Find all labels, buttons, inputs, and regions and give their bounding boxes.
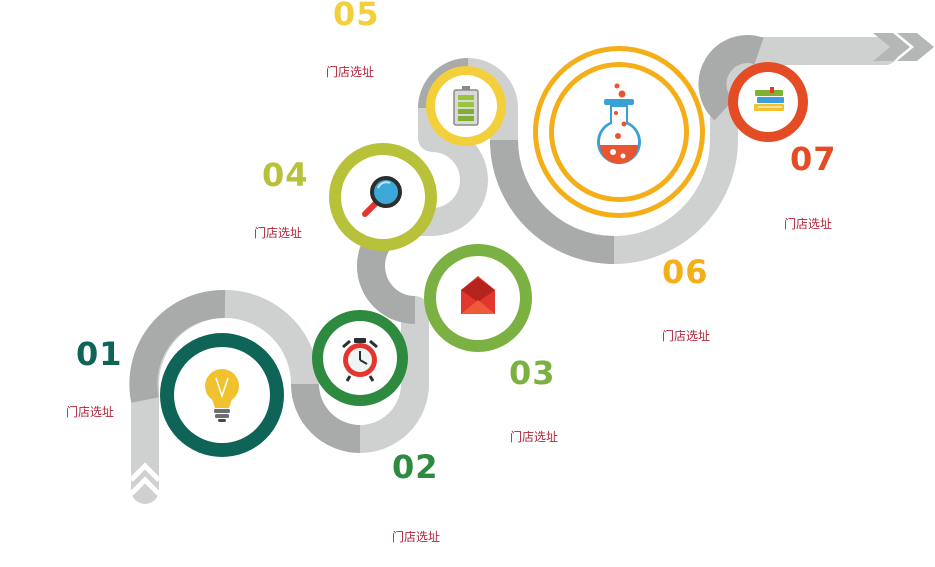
step-number: 01 <box>76 335 123 373</box>
end-arrow-icon <box>873 33 934 61</box>
step-number: 07 <box>790 140 837 178</box>
magnifier-icon <box>362 176 402 217</box>
battery-icon <box>453 86 479 126</box>
books-icon <box>754 87 784 111</box>
road-shade-1 <box>129 289 226 403</box>
road-path <box>131 37 899 504</box>
road-shade-5 <box>490 139 615 264</box>
step-caption: 门店选址 <box>326 65 375 79</box>
step-number: 02 <box>392 448 439 486</box>
flask-icon <box>597 83 641 165</box>
road-shade-6 <box>698 35 764 121</box>
step-caption: 门店选址 <box>662 329 711 343</box>
step-number: 06 <box>662 253 709 291</box>
step-number: 05 <box>333 0 380 33</box>
road-shade-2 <box>291 383 361 453</box>
step-caption: 门店选址 <box>784 217 833 231</box>
envelope-icon <box>461 276 495 314</box>
start-chevron-icon <box>129 462 161 496</box>
step-number: 04 <box>262 156 309 194</box>
step-caption: 门店选址 <box>66 405 115 419</box>
alarm-clock-icon <box>342 338 378 382</box>
step-caption: 门店选址 <box>392 530 441 544</box>
light-bulb-icon <box>205 369 239 422</box>
step-caption: 门店选址 <box>510 430 559 444</box>
step-number: 03 <box>509 354 556 392</box>
step-caption: 门店选址 <box>254 226 303 240</box>
